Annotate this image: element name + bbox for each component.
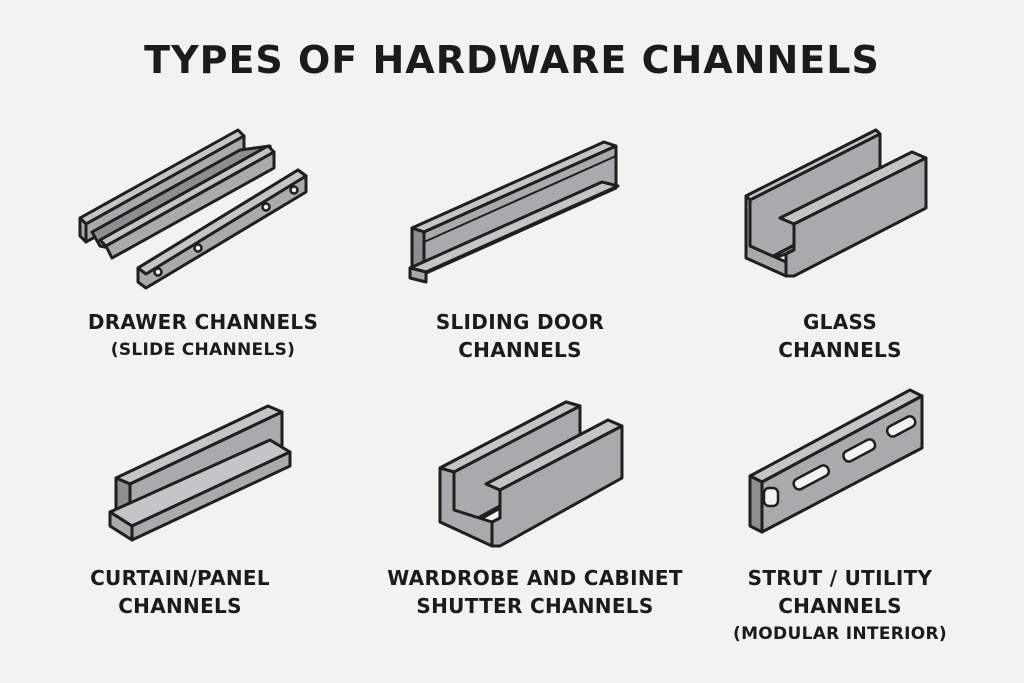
label-line: GLASS bbox=[802, 310, 878, 334]
label-sliding-door-channels: SLIDING DOOR CHANNELS bbox=[350, 308, 690, 364]
label-drawer-channels: DRAWER CHANNELS (SLIDE CHANNELS) bbox=[33, 308, 373, 364]
curtain-panel-channel-icon bbox=[108, 404, 292, 542]
label-line: SLIDING DOOR bbox=[435, 310, 605, 334]
label-subtitle: (MODULAR INTERIOR) bbox=[733, 624, 947, 644]
label-line: SHUTTER CHANNELS bbox=[416, 594, 654, 618]
label-line: CURTAIN/PANEL bbox=[90, 566, 270, 590]
drawer-channel-icon bbox=[78, 128, 308, 290]
wardrobe-cabinet-channel-icon bbox=[438, 400, 624, 548]
label-curtain-panel-channels: CURTAIN/PANEL CHANNELS bbox=[10, 564, 350, 620]
glass-channel-icon bbox=[744, 128, 928, 278]
label-glass-channels: GLASS CHANNELS bbox=[670, 308, 1010, 364]
label-line: CHANNELS bbox=[118, 594, 242, 618]
page-title: TYPES OF HARDWARE CHANNELS bbox=[144, 38, 880, 82]
label-strut-utility-channels: STRUT / UTILITY CHANNELS (MODULAR INTERI… bbox=[670, 564, 1010, 648]
label-line: STRUT / UTILITY bbox=[747, 566, 933, 590]
label-line: DRAWER CHANNELS bbox=[87, 310, 319, 334]
label-line: CHANNELS bbox=[458, 338, 582, 362]
label-line: WARDROBE AND CABINET bbox=[387, 566, 683, 590]
sliding-door-channel-icon bbox=[408, 140, 620, 284]
label-subtitle: (SLIDE CHANNELS) bbox=[110, 340, 296, 360]
strut-utility-channel-icon bbox=[748, 388, 924, 534]
label-line: CHANNELS bbox=[778, 594, 902, 618]
label-wardrobe-cabinet-channels: WARDROBE AND CABINET SHUTTER CHANNELS bbox=[365, 564, 705, 620]
label-line: CHANNELS bbox=[778, 338, 902, 362]
